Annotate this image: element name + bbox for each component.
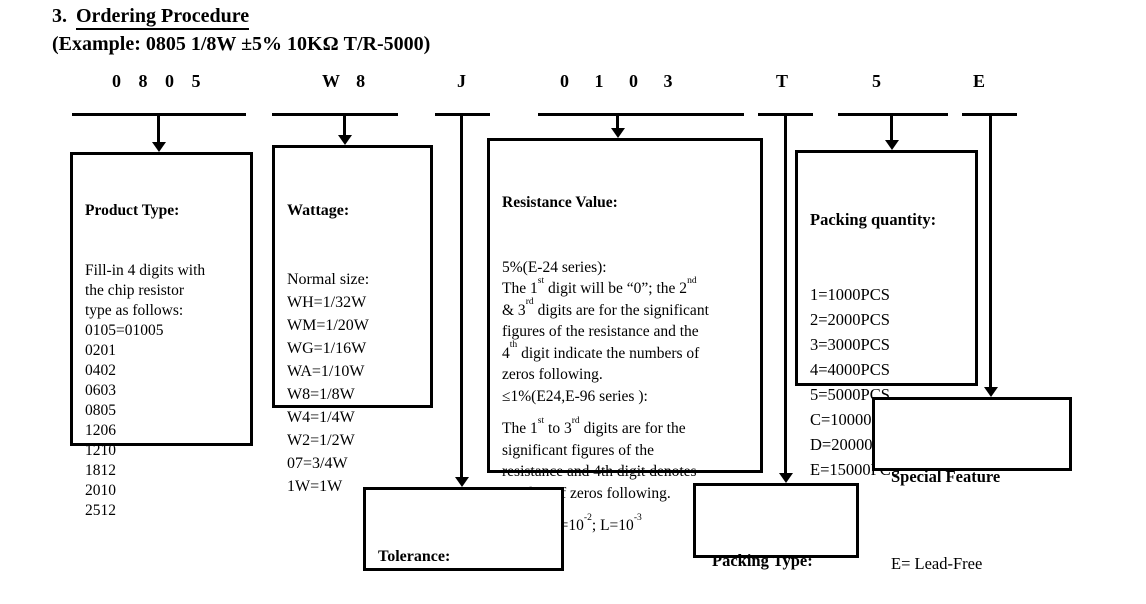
- example-line: (Example: 0805 1/8W ±5% 10KΩ T/R-5000): [52, 33, 431, 55]
- section-heading: 3. Ordering Procedure: [52, 5, 250, 30]
- resistance-value-box: Resistance Value: 5%(E-24 series):The 1s…: [487, 138, 763, 534]
- special-feature-box-title: Special Feature: [891, 467, 1001, 486]
- underline-wattage: [272, 113, 398, 116]
- stem-packing-quantity: [890, 114, 893, 142]
- stem-product-type: [157, 114, 160, 144]
- product-type-code: 0 8 0 5: [112, 71, 201, 91]
- tolerance-code: J: [457, 71, 466, 91]
- tolerance-box: Tolerance: D=±0.5% F=±1%G=±2% J=±5%: [363, 487, 564, 571]
- stem-tolerance: [460, 114, 463, 479]
- stem-special-feature: [989, 114, 992, 389]
- packing-quantity-box-title: Packing quantity:: [810, 210, 937, 229]
- section-number: 3.: [52, 5, 67, 27]
- product-type-box-title: Product Type:: [85, 202, 180, 219]
- special-feature-box: Special Feature E= Lead-Free: [872, 397, 1072, 573]
- special-feature-box-lines: E= Lead-Free: [891, 554, 983, 573]
- stem-resistance: [616, 114, 619, 130]
- wattage-box-title: Wattage:: [287, 202, 350, 219]
- stem-wattage: [343, 114, 346, 137]
- packing-type-box-title: Packing Type:: [712, 551, 813, 570]
- wattage-code: W 8: [322, 71, 366, 91]
- arrowhead-packing-type: [779, 473, 793, 483]
- section-title: Ordering Procedure: [76, 5, 250, 30]
- resistance-value-box-title: Resistance Value:: [502, 194, 618, 211]
- resistance-value-box-lines: 5%(E-24 series):The 1st digit will be “0…: [502, 258, 709, 535]
- resistance-code: 0 1 0 3: [560, 71, 673, 91]
- arrowhead-resistance: [611, 128, 625, 138]
- arrowhead-packing-quantity: [885, 140, 899, 150]
- stem-packing-type: [784, 114, 787, 475]
- arrowhead-product-type: [152, 142, 166, 152]
- arrowhead-tolerance: [455, 477, 469, 487]
- tolerance-box-title: Tolerance:: [378, 548, 451, 565]
- arrowhead-wattage: [338, 135, 352, 145]
- packing-quantity-code: 5: [872, 71, 881, 91]
- special-feature-code: E: [973, 71, 986, 91]
- underline-packing-quantity: [838, 113, 948, 116]
- packing-type-code: T: [776, 71, 789, 91]
- underline-resistance: [538, 113, 744, 116]
- arrowhead-special-feature: [984, 387, 998, 397]
- packing-type-box: Packing Type: T=Tape/Reel: [693, 483, 859, 570]
